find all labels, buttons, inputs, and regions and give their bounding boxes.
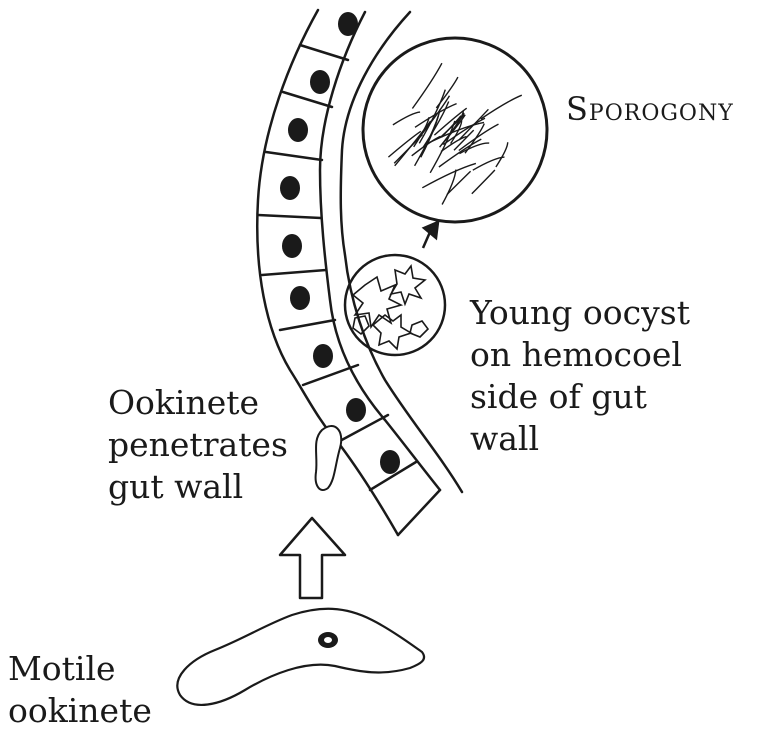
sporozoite [447, 171, 471, 194]
label-ookinete-penetrates: Ookinete penetrates gut wall [108, 382, 288, 508]
penetrating-ookinete [316, 426, 342, 490]
label-motile-ookinete-line: Motile [8, 648, 152, 690]
sporozoite [436, 77, 458, 108]
label-motile-ookinete: Motile ookinete [8, 648, 152, 732]
sporozoite [481, 95, 522, 119]
label-ookinete-penetrates-line: penetrates [108, 424, 288, 466]
sporozoite [393, 112, 420, 125]
motile-ookinete [177, 609, 424, 705]
sporozoite [422, 163, 476, 187]
label-young-oocyst-line: Young oocyst [470, 292, 690, 334]
sporozoite [459, 143, 489, 154]
label-sporogony: Sporogony [566, 88, 734, 130]
label-motile-ookinete-line: ookinete [8, 690, 152, 732]
sporozoite [412, 63, 442, 108]
label-ookinete-penetrates-line: Ookinete [108, 382, 288, 424]
label-ookinete-penetrates-line: gut wall [108, 466, 288, 508]
penetration-arrow [280, 518, 345, 598]
label-young-oocyst-line: on hemocoel [470, 334, 690, 376]
sporozoite [496, 142, 508, 167]
cell-nuclei [280, 12, 400, 474]
sporozoite [472, 170, 495, 194]
sporogony-oocyst [363, 38, 547, 222]
maturation-arrow [423, 222, 438, 248]
label-young-oocyst: Young oocyst on hemocoel side of gut wal… [470, 292, 690, 460]
label-young-oocyst-line: wall [470, 418, 690, 460]
label-young-oocyst-line: side of gut [470, 376, 690, 418]
wall-end [398, 490, 440, 535]
sporozoite [473, 157, 505, 170]
young-oocyst [345, 255, 445, 355]
